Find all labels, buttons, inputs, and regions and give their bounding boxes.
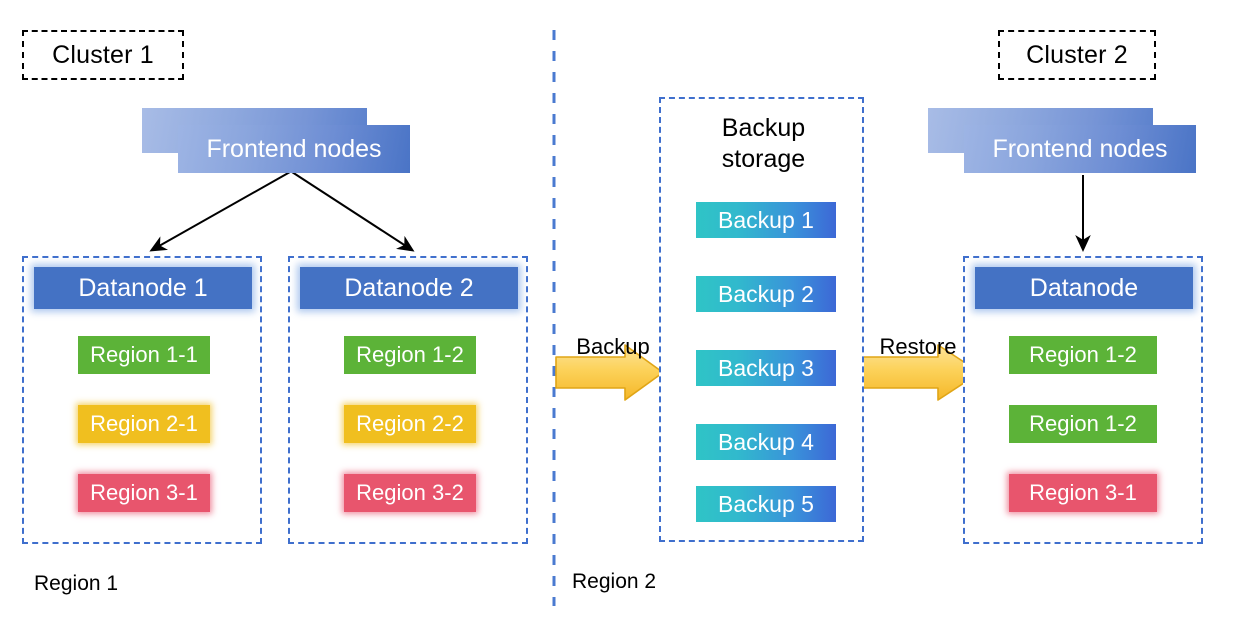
backup-chip-label: Backup 4 <box>718 428 814 455</box>
region-2-caption: Region 2 <box>572 570 656 594</box>
region-chip[interactable]: Region 1-2 <box>1009 336 1157 374</box>
cluster1-label-text: Cluster 1 <box>52 40 154 69</box>
backup-chip-label: Backup 3 <box>718 354 814 381</box>
region-label: Region 1-2 <box>356 342 464 367</box>
arrow-frontend-to-datanode2 <box>291 171 415 252</box>
backup-chip[interactable]: Backup 4 <box>696 424 836 460</box>
region-chip[interactable]: Region 3-2 <box>344 474 476 512</box>
cluster2-frontend-group: Frontend nodes <box>928 108 1198 176</box>
backup-storage-title: Backup storage <box>661 113 866 174</box>
datanode-c2-header[interactable]: Datanode <box>975 267 1193 309</box>
cluster2-label-text: Cluster 2 <box>1026 40 1128 69</box>
region-chip[interactable]: Region 1-1 <box>78 336 210 374</box>
restore-flow-label-text: Restore <box>879 334 957 359</box>
backup-flow-label-text: Backup <box>576 334 650 359</box>
cluster2-frontend-label: Frontend nodes <box>992 134 1168 163</box>
datanode-c2-container: Datanode Region 1-2 Region 1-2 Region 3-… <box>963 256 1203 544</box>
backup-storage-title-line2: storage <box>721 144 806 173</box>
region-2-caption-text: Region 2 <box>572 570 657 593</box>
region-label: Region 3-1 <box>1029 480 1137 505</box>
backup-chip[interactable]: Backup 3 <box>696 350 836 386</box>
region-1-caption: Region 1 <box>34 572 118 596</box>
datanode-c2-title: Datanode <box>1029 273 1139 302</box>
datanode-2-header[interactable]: Datanode 2 <box>300 267 518 309</box>
backup-storage-title-line1: Backup <box>721 114 806 142</box>
cluster1-label-box: Cluster 1 <box>22 30 184 80</box>
region-chip[interactable]: Region 3-1 <box>1009 474 1157 512</box>
region-1-caption-text: Region 1 <box>34 572 119 595</box>
datanode-2-container: Datanode 2 Region 1-2 Region 2-2 Region … <box>288 256 528 544</box>
region-label: Region 1-2 <box>1029 342 1137 367</box>
cluster2-label-box: Cluster 2 <box>998 30 1156 80</box>
region-chip[interactable]: Region 1-2 <box>344 336 476 374</box>
cluster1-frontend-label: Frontend nodes <box>206 134 382 163</box>
region-label: Region 1-2 <box>1029 411 1137 436</box>
region-chip[interactable]: Region 3-1 <box>78 474 210 512</box>
backup-chip[interactable]: Backup 5 <box>696 486 836 522</box>
backup-chip-label: Backup 2 <box>718 280 814 307</box>
region-label: Region 1-1 <box>90 342 198 367</box>
region-label: Region 2-1 <box>90 411 198 436</box>
cluster1-frontend-box[interactable]: Frontend nodes <box>178 125 410 173</box>
cluster2-frontend-box[interactable]: Frontend nodes <box>964 125 1196 173</box>
region-label: Region 2-2 <box>356 411 464 436</box>
region-label: Region 3-2 <box>356 480 464 505</box>
datanode-2-title: Datanode 2 <box>344 273 474 302</box>
backup-chip-label: Backup 1 <box>718 206 814 233</box>
backup-chip[interactable]: Backup 2 <box>696 276 836 312</box>
backup-flow-label: Backup <box>563 334 663 360</box>
region-chip[interactable]: Region 1-2 <box>1009 405 1157 443</box>
datanode-1-header[interactable]: Datanode 1 <box>34 267 252 309</box>
restore-flow-label: Restore <box>866 334 970 360</box>
cluster1-frontend-group: Frontend nodes <box>142 108 412 176</box>
region-label: Region 3-1 <box>90 480 198 505</box>
backup-storage-container: Backup storage Backup 1 Backup 2 Backup … <box>659 97 864 542</box>
arrow-frontend-to-datanode1 <box>149 171 291 252</box>
datanode-1-title: Datanode 1 <box>78 273 208 302</box>
region-chip[interactable]: Region 2-2 <box>344 405 476 443</box>
backup-chip-label: Backup 5 <box>718 490 814 517</box>
region-chip[interactable]: Region 2-1 <box>78 405 210 443</box>
backup-chip[interactable]: Backup 1 <box>696 202 836 238</box>
datanode-1-container: Datanode 1 Region 1-1 Region 2-1 Region … <box>22 256 262 544</box>
